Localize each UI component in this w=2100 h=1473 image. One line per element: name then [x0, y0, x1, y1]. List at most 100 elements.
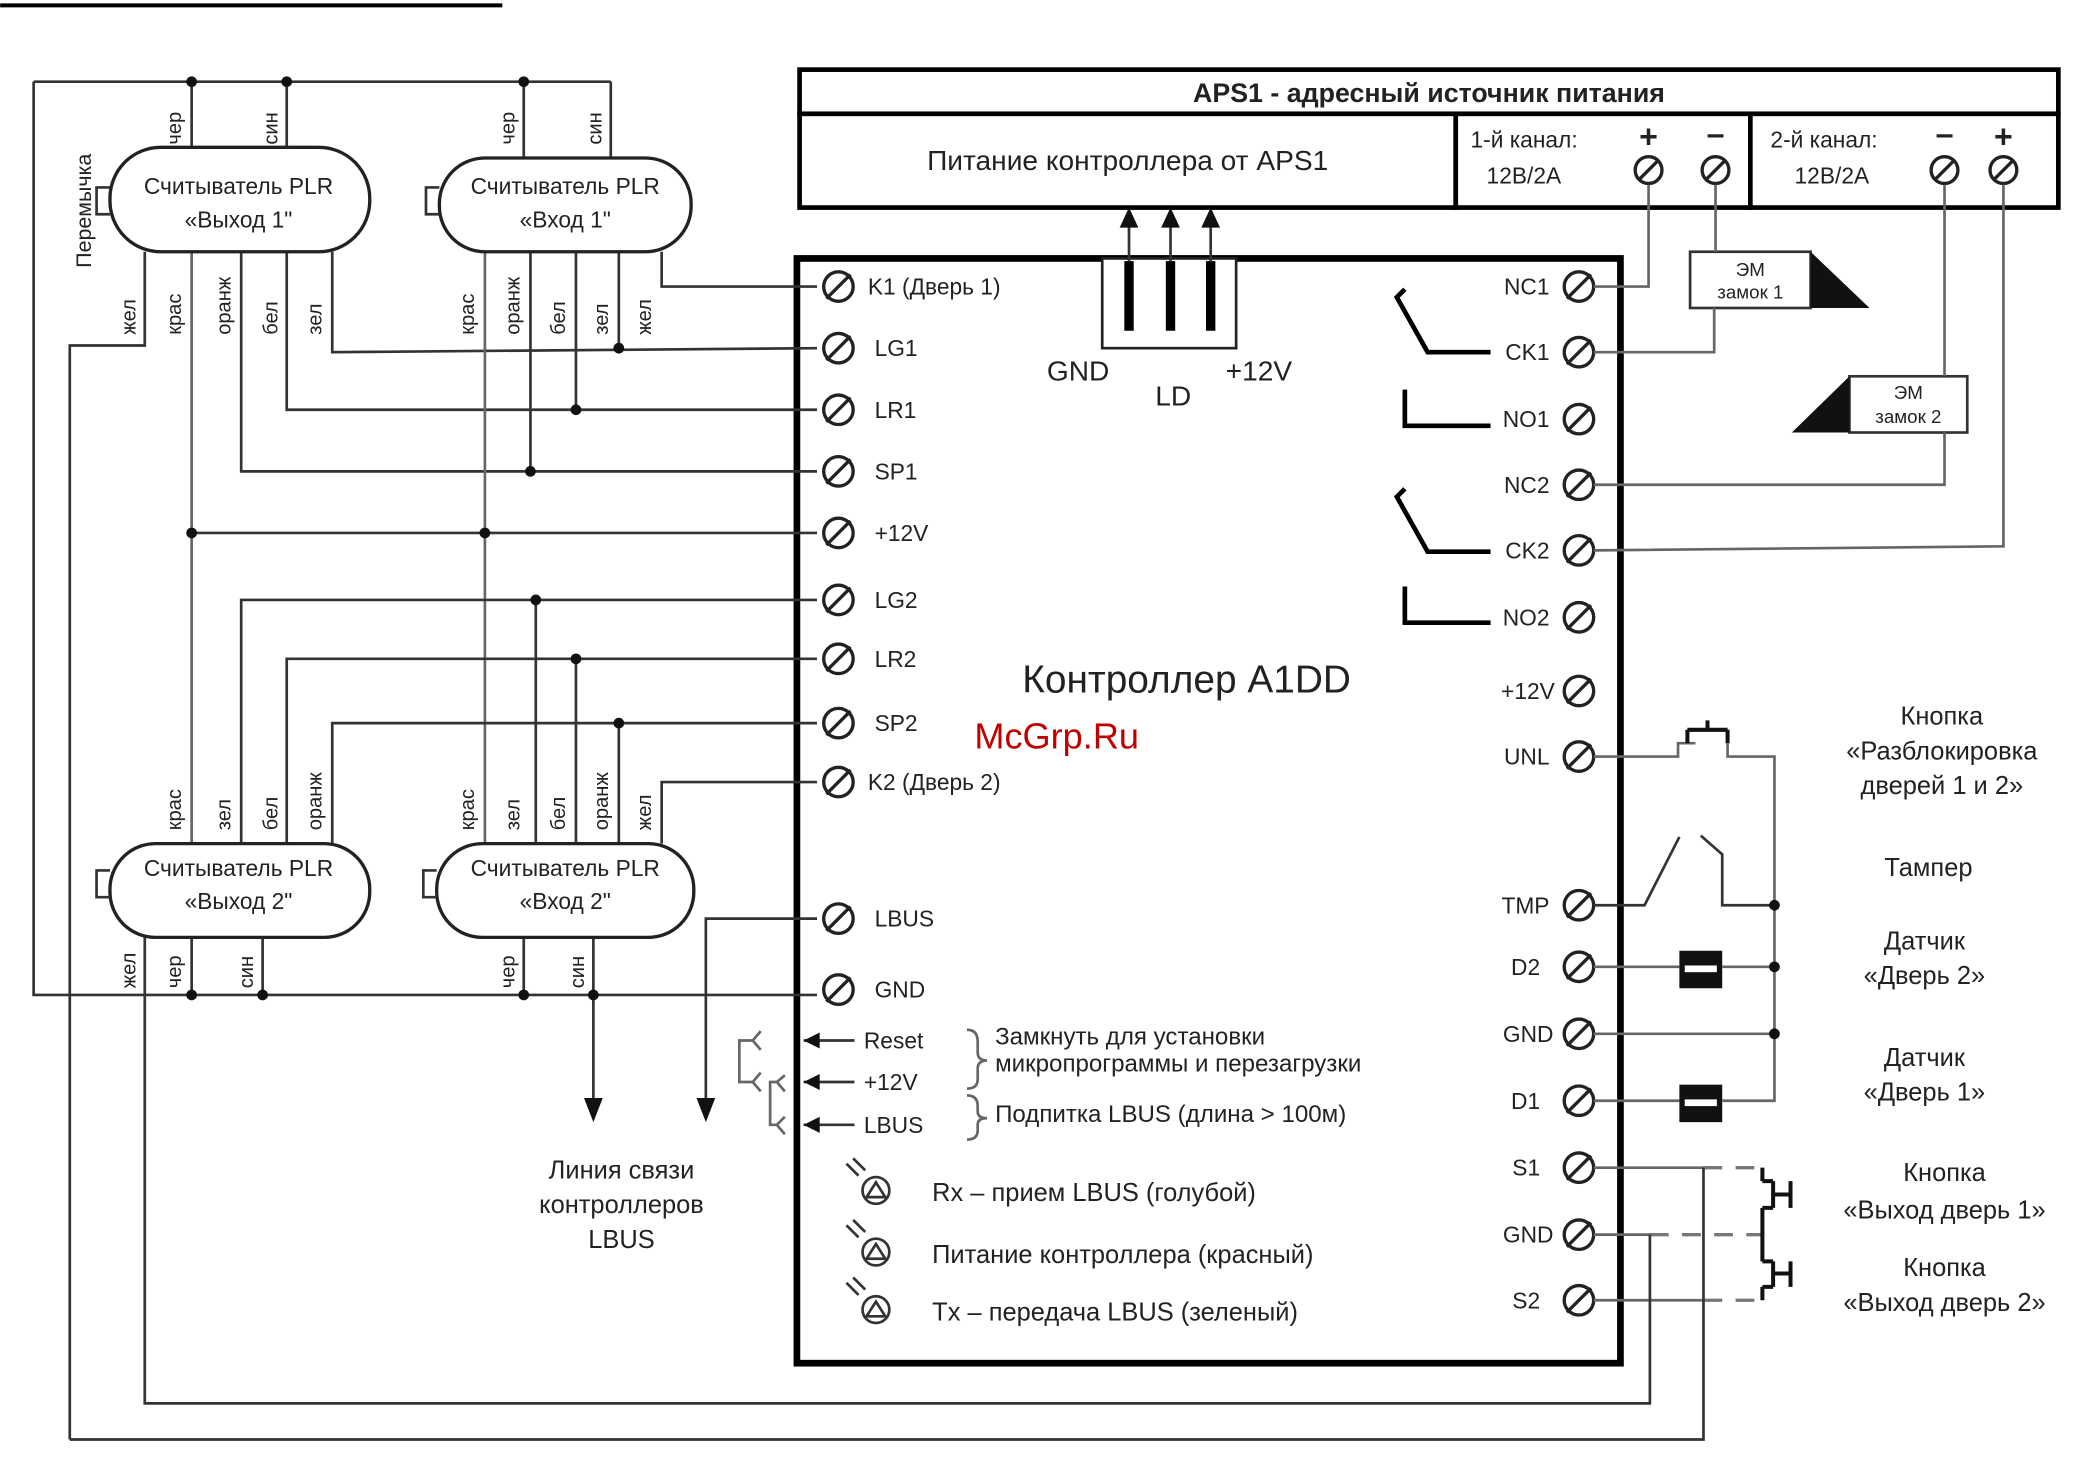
- terminal-label-unl: UNL: [1504, 744, 1550, 770]
- aps1-ch2-label: 2-й канал:: [1770, 126, 1877, 152]
- controller-title: Контроллер A1DD: [1022, 658, 1351, 701]
- terminal-label-sp1: SP1: [875, 458, 918, 484]
- jumper-note-1b: микропрограммы и перезагрузки: [995, 1050, 1361, 1077]
- aps1-ch2-plus: +: [1994, 118, 2013, 154]
- aps1-ch2-rating: 12В/2А: [1795, 162, 1870, 188]
- terminal-label-ck2: CK2: [1505, 537, 1549, 563]
- wire-label-zel: зел: [305, 304, 327, 335]
- unlock-button-icon: [1685, 720, 1730, 744]
- arrow-up-icon: [1119, 207, 1139, 228]
- arrow-down-icon: [583, 1098, 603, 1123]
- wire-label-kras: крас: [164, 789, 186, 830]
- aps1-power-supply: APS1 - адресный источник питания Питание…: [797, 67, 2061, 210]
- arrow-down-icon: [696, 1098, 716, 1123]
- right-side-wiring: [1593, 720, 1793, 1302]
- reader1-line1: Считыватель PLR: [144, 173, 333, 199]
- relay-contacts: [1393, 287, 1491, 626]
- right-side-labels: Кнопка «Разблокировка дверей 1 и 2» Тамп…: [1843, 702, 2045, 1317]
- d1-label-2: «Дверь 1»: [1864, 1079, 1986, 1107]
- wire-label-sin: син: [567, 956, 589, 988]
- lock1-label-2: замок 1: [1717, 282, 1783, 303]
- terminal-label-lr1: LR1: [875, 397, 917, 423]
- unlock-label-2: «Разблокировка: [1846, 737, 2038, 765]
- exit2-label-1: Кнопка: [1903, 1254, 1986, 1282]
- lock2-label-2: замок 2: [1875, 406, 1941, 427]
- wire-label-zhel: жел: [118, 953, 140, 989]
- reader-exit-2: Считыватель PLR «Выход 2": [95, 841, 372, 940]
- jumper-note-2: Подпитка LBUS (длина > 100м): [995, 1101, 1346, 1128]
- em-lock-2: ЭМ замок 2: [1791, 374, 1969, 434]
- em-lock-1: ЭМ замок 1: [1688, 250, 1870, 310]
- d1-label-1: Датчик: [1884, 1044, 1966, 1072]
- ld-gnd-label: GND: [1047, 355, 1109, 386]
- terminal-label-d2: D2: [1511, 954, 1540, 980]
- reader2-line1: Считыватель PLR: [471, 173, 660, 199]
- ld-connector: GND LD +12V: [1047, 207, 1292, 412]
- reader2-line2: «Вход 1": [520, 207, 611, 233]
- terminal-label-ck1: CK1: [1505, 339, 1549, 365]
- aps1-power-box: [797, 111, 1459, 210]
- terminal-label-sp2: SP2: [875, 710, 918, 736]
- wire-label-zhel: жел: [634, 299, 656, 335]
- right-terminal-block: NC1 CK1 NO1 NC2 CK2 NO2 +12V UNL TMP D2 …: [1501, 270, 1596, 1317]
- wire-label-oranzh: оранж: [213, 276, 235, 335]
- led-icon: [845, 1276, 891, 1325]
- wire-label-oranzh: оранж: [305, 772, 327, 831]
- terminal-label-s1: S1: [1512, 1155, 1540, 1181]
- terminal-label-no2: NO2: [1503, 604, 1550, 630]
- exit-button-2-icon: [1771, 1261, 1793, 1287]
- d2-label-1: Датчик: [1884, 927, 1966, 955]
- ld-name-label: LD: [1155, 381, 1191, 412]
- wire-label-bel: бел: [260, 301, 282, 335]
- led-rx-label: Rx – прием LBUS (голубой): [932, 1179, 1256, 1207]
- arrow-up-icon: [1161, 207, 1180, 228]
- tamper-switch-icon: [1593, 834, 1775, 907]
- aps1-power-label: Питание контроллера от APS1: [927, 145, 1328, 176]
- exit1-label-1: Кнопка: [1903, 1159, 1986, 1187]
- left-terminal-block: K1 (Дверь 1) LG1 LR1 SP1 +12V LG2 LR2 SP…: [822, 270, 1001, 1006]
- led-tx-label: Tx – передача LBUS (зеленый): [932, 1298, 1298, 1326]
- arrow-left-icon: [803, 1032, 820, 1049]
- wire-label-cher: чер: [497, 955, 519, 988]
- terminal-label-k2: K2 (Дверь 2): [868, 769, 1001, 795]
- terminal-label-gnd: GND: [875, 977, 926, 1003]
- aps1-title: APS1 - адресный источник питания: [1193, 78, 1665, 108]
- jumper-label: Перемычка: [72, 154, 96, 268]
- terminal-label-lg2: LG2: [875, 587, 918, 613]
- lock2-label-1: ЭМ: [1894, 382, 1923, 403]
- jumper-note-1a: Замкнуть для установки: [995, 1023, 1265, 1050]
- wire-label-sin: син: [260, 112, 282, 144]
- terminal-label-lg1: LG1: [875, 335, 918, 361]
- terminal-label-nc1: NC1: [1504, 274, 1550, 300]
- wire-color-labels: чер син чер син жел крас оранж бел зел к…: [118, 112, 656, 988]
- wire-label-kras: крас: [164, 294, 186, 335]
- wire-label-cher: чер: [164, 112, 186, 145]
- terminal-label-d1: D1: [1511, 1088, 1540, 1114]
- wire-label-cher: чер: [497, 112, 519, 145]
- wire-label-kras: крас: [457, 294, 479, 335]
- watermark: McGrp.Ru: [974, 716, 1139, 757]
- lbus-line-label: Линия связи контроллеров LBUS: [539, 1156, 704, 1254]
- unlock-label-3: дверей 1 и 2»: [1861, 772, 2024, 800]
- arrow-left-icon: [803, 1073, 820, 1091]
- lock-wiring: [1593, 184, 2005, 552]
- aps1-ch1-label: 1-й канал:: [1470, 126, 1577, 152]
- unlock-label-1: Кнопка: [1901, 702, 1984, 730]
- wire-label-sin: син: [236, 956, 258, 988]
- terminal-label-nc2: NC2: [1504, 472, 1550, 498]
- reader4-line1: Считыватель PLR: [471, 855, 660, 881]
- arrow-left-icon: [803, 1116, 820, 1133]
- wire-label-cher: чер: [164, 955, 186, 988]
- wire-label-oranzh: оранж: [591, 772, 613, 831]
- reader3-line2: «Выход 2": [185, 888, 293, 914]
- led-icon: [845, 1218, 891, 1267]
- wire-label-zel: зел: [591, 304, 613, 335]
- reader3-line1: Считыватель PLR: [144, 855, 333, 881]
- reader1-line2: «Выход 1": [185, 207, 293, 233]
- d2-label-2: «Дверь 2»: [1864, 962, 1986, 990]
- tamper-label: Тампер: [1884, 854, 1972, 882]
- terminal-label-lbus: LBUS: [875, 906, 934, 932]
- led-icon: [845, 1157, 891, 1206]
- wire-label-zel: зел: [213, 799, 235, 830]
- terminal-label-tmp: TMP: [1501, 892, 1549, 918]
